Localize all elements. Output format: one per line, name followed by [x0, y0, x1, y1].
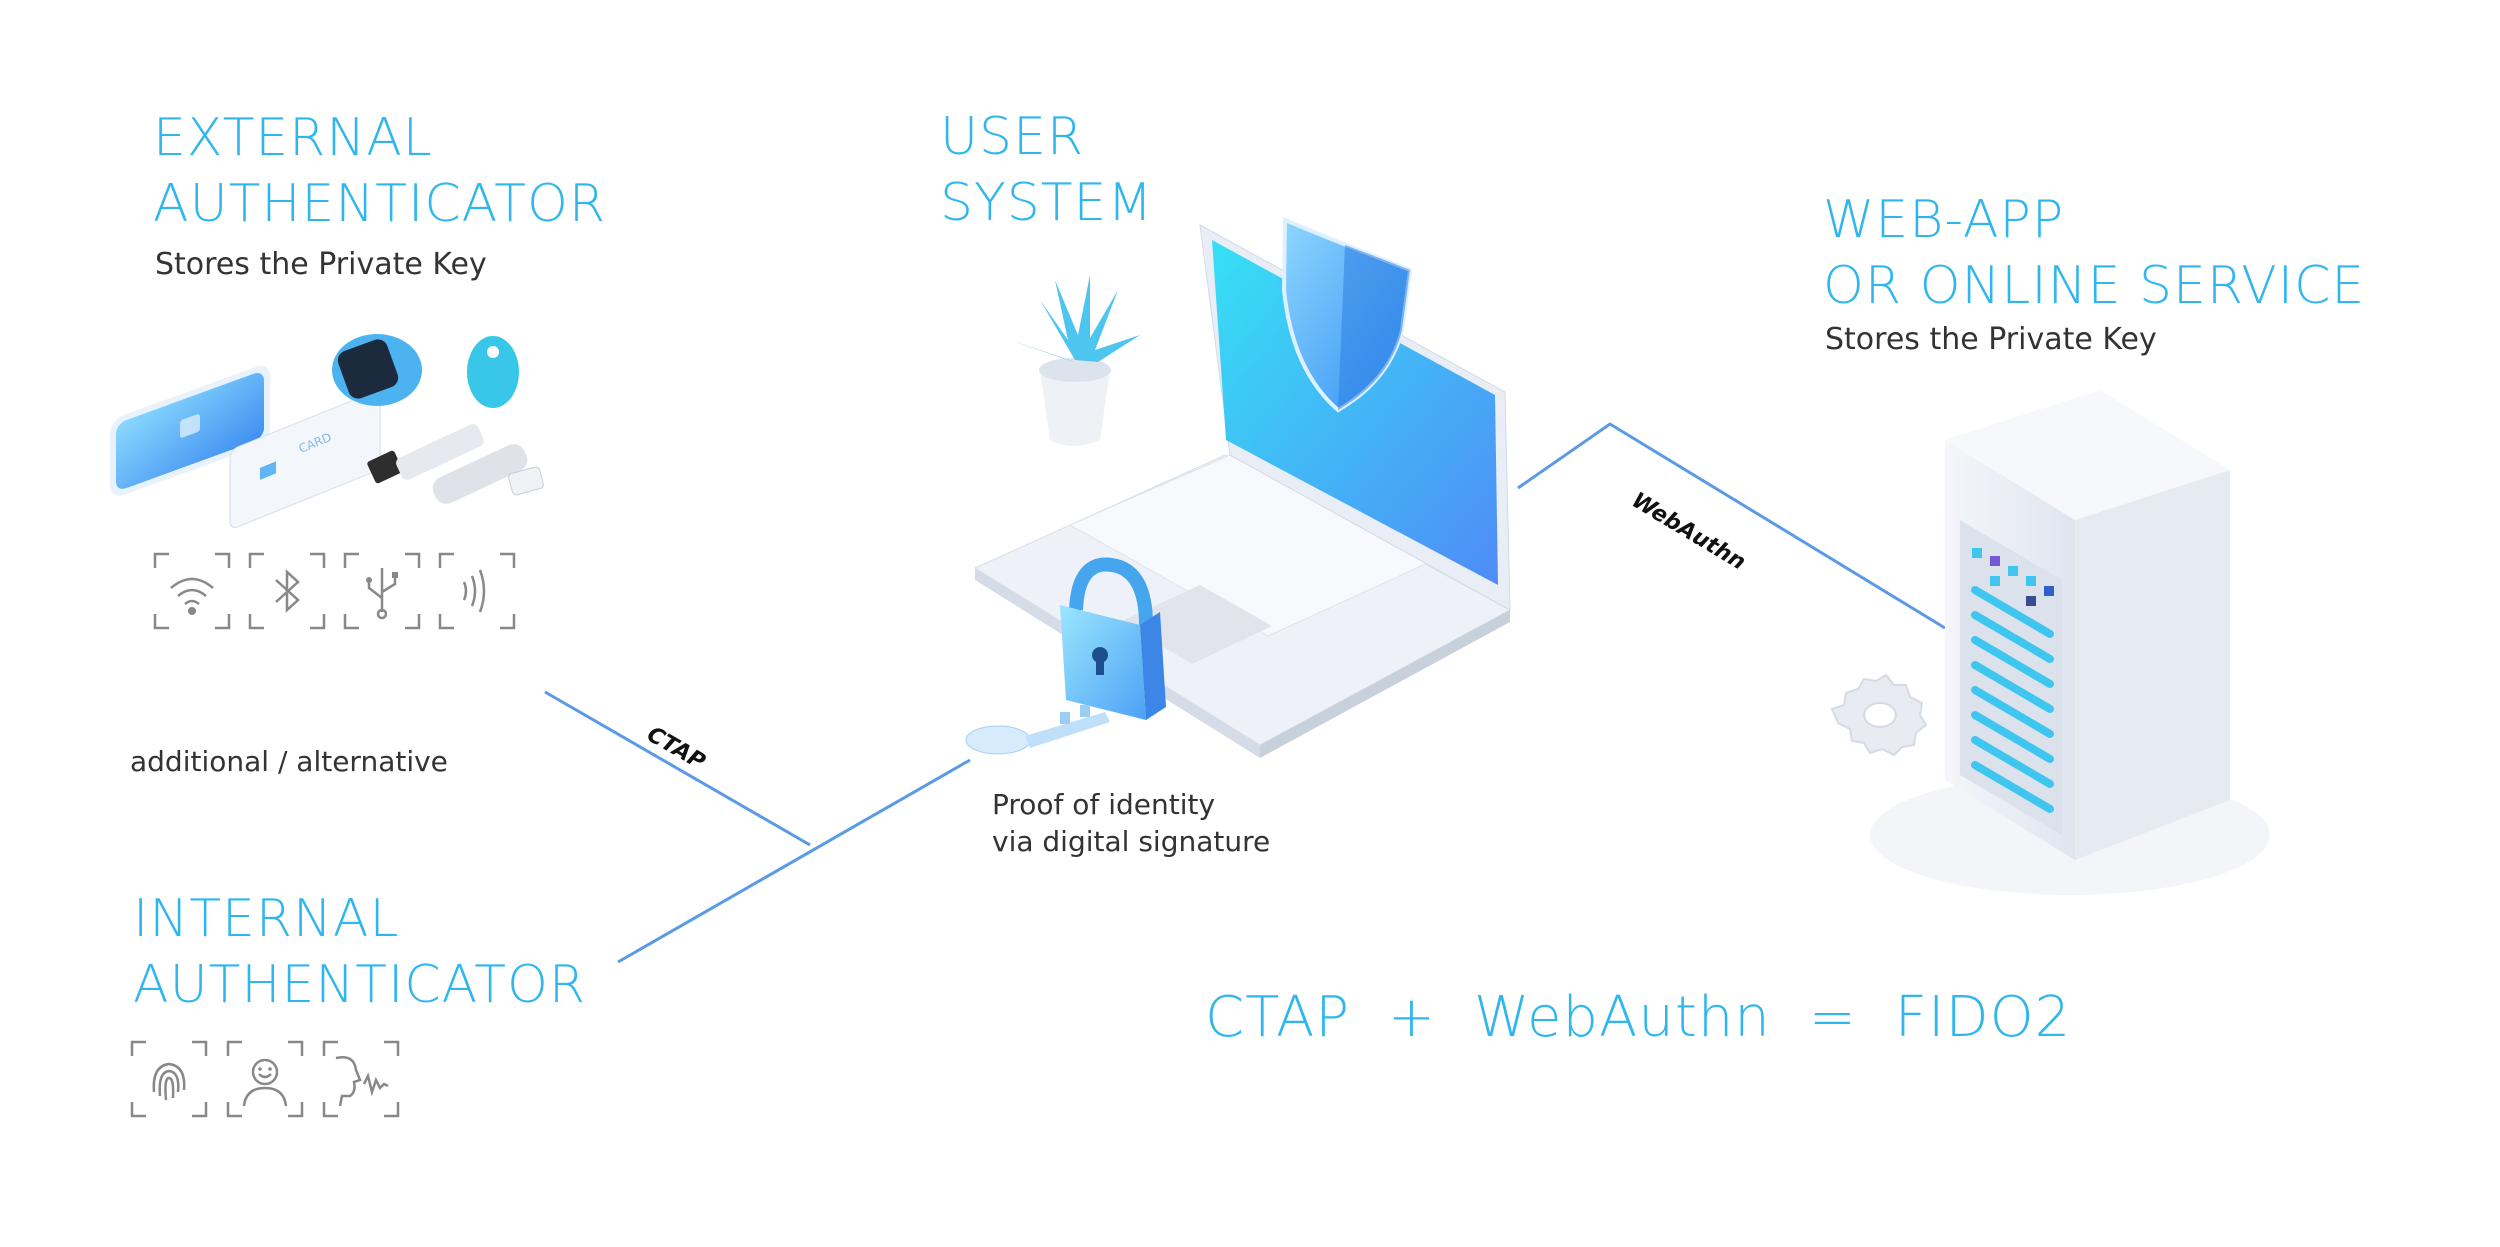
user-system-title-line1: USER	[940, 107, 1085, 167]
wifi-icon	[153, 552, 231, 630]
proof-line1: Proof of identity	[992, 788, 1216, 821]
smartwatch-device	[332, 334, 422, 406]
server-status-lights	[1972, 548, 2054, 606]
internal-title-line2: AUTHENTICATOR	[133, 955, 587, 1015]
external-title-line1: EXTERNAL	[153, 108, 433, 168]
usb-keys	[367, 424, 544, 504]
equation-webauthn: WebAuthn	[1473, 985, 1771, 1050]
internal-title-line1: INTERNAL	[133, 889, 400, 949]
bluetooth-icon	[248, 552, 326, 630]
nfc-icon	[438, 552, 516, 630]
internal-authenticator-title: INTERNAL AUTHENTICATOR	[133, 886, 586, 1018]
voice-icon	[322, 1040, 400, 1118]
webapp-subtitle: Stores the Private Key	[1825, 322, 2157, 357]
key-fob	[467, 336, 519, 408]
equation-equals: =	[1808, 985, 1857, 1050]
smart-card	[229, 391, 381, 528]
face-icon	[226, 1040, 304, 1118]
laptop-illustration	[973, 224, 1512, 758]
fingerprint-icon	[130, 1040, 208, 1118]
server-illustration	[1870, 390, 2270, 895]
external-authenticator-title: EXTERNAL AUTHENTICATOR	[153, 105, 606, 237]
key-icon	[965, 705, 1110, 755]
proof-caption: Proof of identity via digital signature	[992, 786, 1270, 860]
webauthn-line	[1517, 422, 1946, 630]
proof-line2: via digital signature	[992, 825, 1271, 858]
webapp-title: WEB-APP OR ONLINE SERVICE	[1823, 187, 2365, 319]
external-subtitle: Stores the Private Key	[155, 247, 487, 282]
fido2-equation: CTAP + WebAuthn = FIDO2	[1205, 985, 2109, 1050]
phone-device	[110, 365, 270, 496]
shield-icon	[1281, 217, 1413, 413]
user-system-title: USER SYSTEM	[940, 104, 1153, 236]
webapp-title-line2: OR ONLINE SERVICE	[1823, 256, 2366, 316]
webapp-title-line1: WEB-APP	[1823, 190, 2065, 250]
user-system-title-line2: SYSTEM	[940, 173, 1154, 233]
equation-ctap: CTAP	[1205, 985, 1351, 1050]
external-devices	[110, 334, 544, 528]
padlock-icon	[1060, 557, 1166, 720]
internal-line	[617, 758, 971, 964]
alternative-note: additional / alternative	[130, 745, 448, 778]
plant-illustration	[1010, 275, 1140, 446]
server-slots	[1971, 586, 2054, 813]
ctap-line	[544, 690, 811, 847]
external-title-line2: AUTHENTICATOR	[153, 174, 607, 234]
equation-fido2: FIDO2	[1894, 985, 2072, 1050]
gear-icon	[1830, 673, 1928, 757]
usb-icon	[343, 552, 421, 630]
equation-plus: +	[1388, 985, 1436, 1050]
connection-lines	[544, 422, 1946, 964]
